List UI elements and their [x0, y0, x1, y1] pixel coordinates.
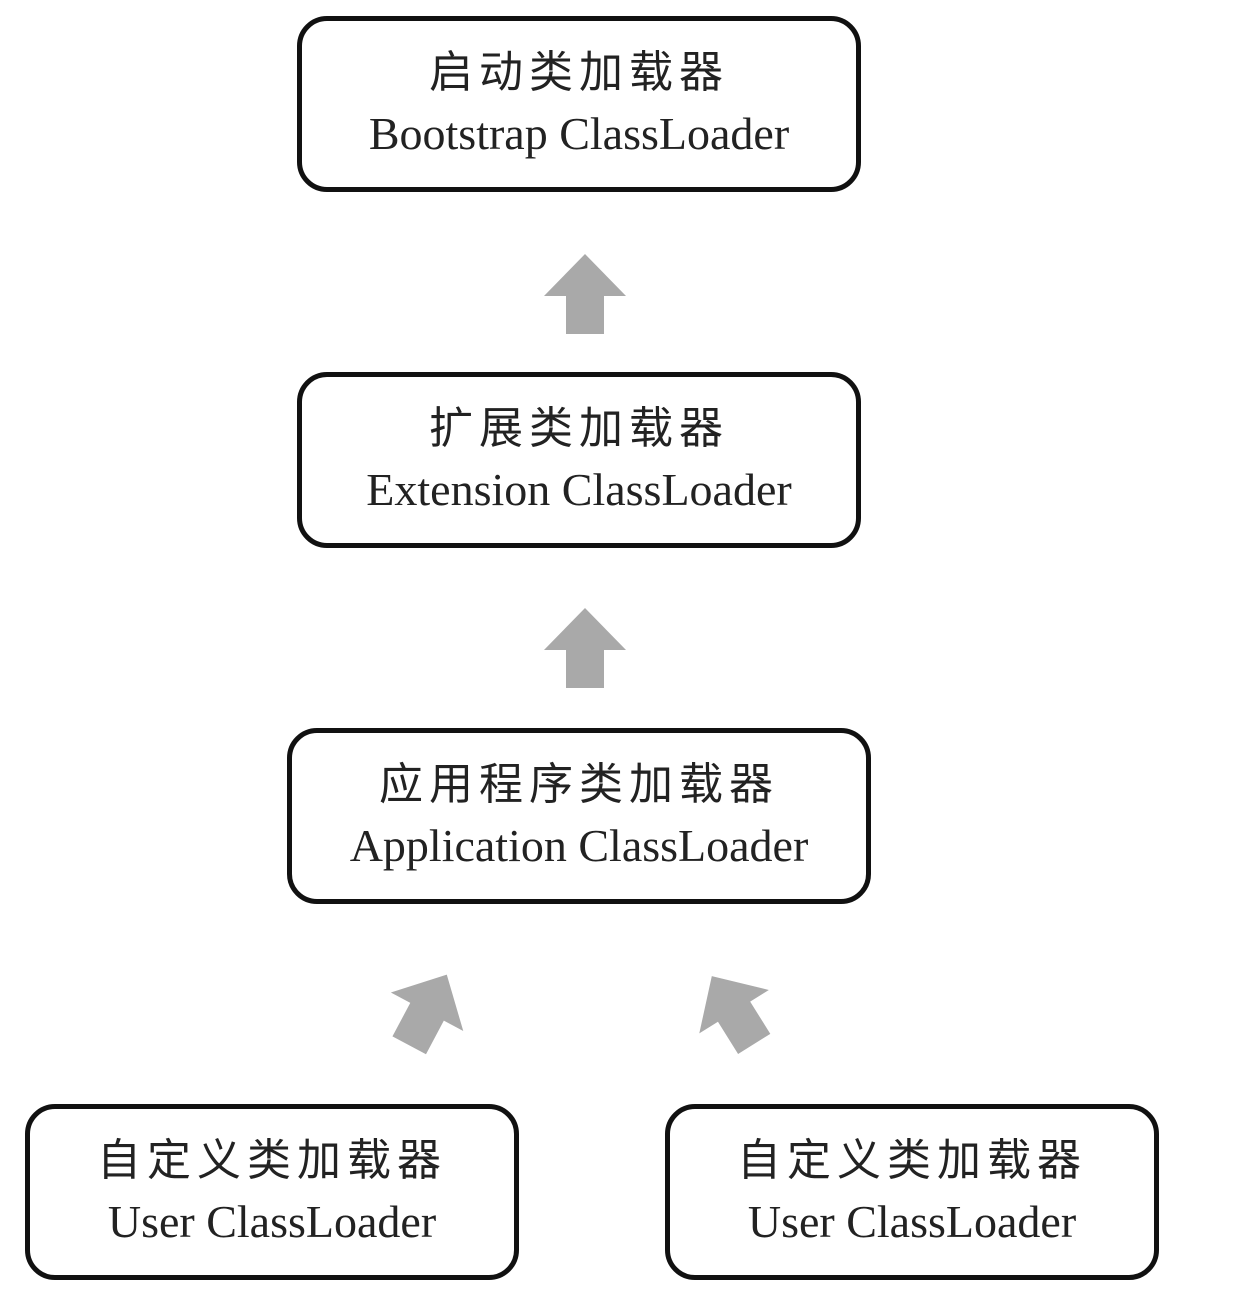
user-left-en-label: User ClassLoader [107, 1196, 437, 1247]
extension-en-label: Extension ClassLoader [366, 464, 792, 515]
bootstrap-en-label: Bootstrap ClassLoader [368, 108, 790, 159]
arrow-up-icon [540, 606, 630, 690]
arrow-up-icon [540, 252, 630, 336]
user-left-cn-label: 自定义类加载器 [97, 1135, 447, 1186]
user-right-en-label: User ClassLoader [747, 1196, 1077, 1247]
user-classloader-node-left: 自定义类加载器 User ClassLoader [25, 1104, 519, 1280]
arrow-up-right-icon [369, 952, 488, 1068]
application-classloader-node: 应用程序类加载器 Application ClassLoader [287, 728, 871, 904]
application-cn-label: 应用程序类加载器 [379, 759, 779, 810]
user-right-cn-label: 自定义类加载器 [737, 1135, 1087, 1186]
bootstrap-classloader-node: 启动类加载器 Bootstrap ClassLoader [297, 16, 861, 192]
extension-classloader-node: 扩展类加载器 Extension ClassLoader [297, 372, 861, 548]
extension-cn-label: 扩展类加载器 [429, 403, 729, 454]
arrow-up-left-icon [673, 951, 794, 1070]
user-classloader-node-right: 自定义类加载器 User ClassLoader [665, 1104, 1159, 1280]
application-en-label: Application ClassLoader [349, 820, 809, 871]
bootstrap-cn-label: 启动类加载器 [429, 47, 729, 98]
